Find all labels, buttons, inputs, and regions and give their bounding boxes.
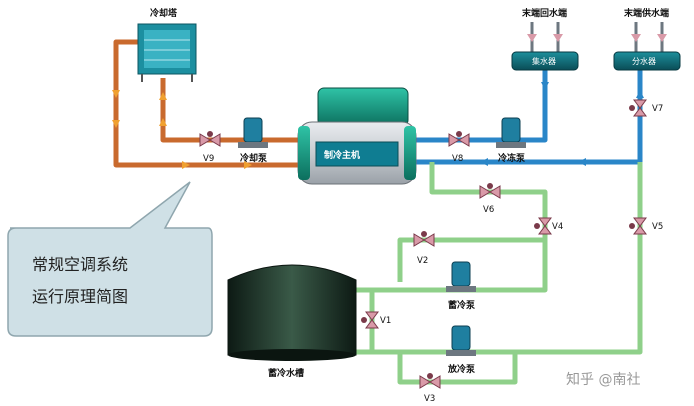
cooling-tower: 冷却塔	[137, 7, 197, 82]
valve-v6[interactable]	[479, 183, 501, 199]
chiller-label: 制冷主机	[324, 149, 360, 161]
valve-v5[interactable]	[629, 217, 647, 235]
valve-v9-label: V9	[203, 154, 214, 164]
callout-line-1: 常规空调系统	[32, 255, 128, 274]
cooling-pump-label: 冷却泵	[240, 152, 268, 164]
supply-end-valves[interactable]	[631, 22, 667, 52]
valve-v4-label: V4	[552, 222, 563, 232]
chilled-pump-label: 冷冻泵	[498, 152, 526, 164]
valve-v3-label: V3	[424, 394, 435, 404]
collector-header: 集水器	[511, 51, 579, 71]
discharge-pump-label: 放冷泵	[447, 363, 476, 375]
valve-v7-label: V7	[652, 104, 663, 114]
description-callout: 常规空调系统 运行原理简图	[7, 181, 213, 337]
valve-v2[interactable]	[413, 231, 435, 247]
chilled-flow-arrows	[480, 82, 644, 166]
valve-v2-label: V2	[417, 256, 428, 266]
chilled-pump[interactable]	[496, 117, 526, 148]
valve-v3[interactable]	[419, 373, 441, 389]
valve-v1[interactable]	[361, 311, 379, 329]
cooling-flow-arrows	[112, 90, 252, 169]
distributor-label: 分水器	[632, 56, 656, 66]
cooling-tower-label: 冷却塔	[150, 7, 178, 19]
discharge-pump[interactable]	[446, 325, 476, 356]
storage-pump[interactable]	[446, 261, 476, 292]
valve-v6-label: V6	[483, 205, 494, 215]
watermark: 知乎 @南社	[566, 371, 640, 388]
valve-v4[interactable]	[534, 217, 552, 235]
valve-v8[interactable]	[448, 131, 470, 147]
valve-v8-label: V8	[452, 154, 463, 164]
callout-line-2: 运行原理简图	[32, 287, 128, 306]
chilled-water-pipes	[415, 62, 643, 165]
chiller: 制冷主机	[297, 87, 417, 185]
storage-pump-label: 蓄冷泵	[448, 299, 476, 311]
valve-v1-label: V1	[380, 316, 391, 326]
return-end-valves[interactable]	[527, 22, 563, 52]
cooling-pump[interactable]	[238, 117, 268, 148]
supply-end-label: 末端供水端	[623, 7, 669, 19]
storage-tank-label: 蓄冷水槽	[268, 367, 304, 379]
valve-v5-label: V5	[652, 222, 663, 232]
collector-label: 集水器	[532, 56, 556, 66]
storage-tank: 蓄冷水槽	[227, 264, 357, 379]
return-end-label: 末端回水端	[521, 7, 567, 19]
valve-v7[interactable]	[629, 99, 647, 117]
distributor-header: 分水器	[613, 51, 681, 71]
valve-v9[interactable]	[199, 131, 221, 147]
